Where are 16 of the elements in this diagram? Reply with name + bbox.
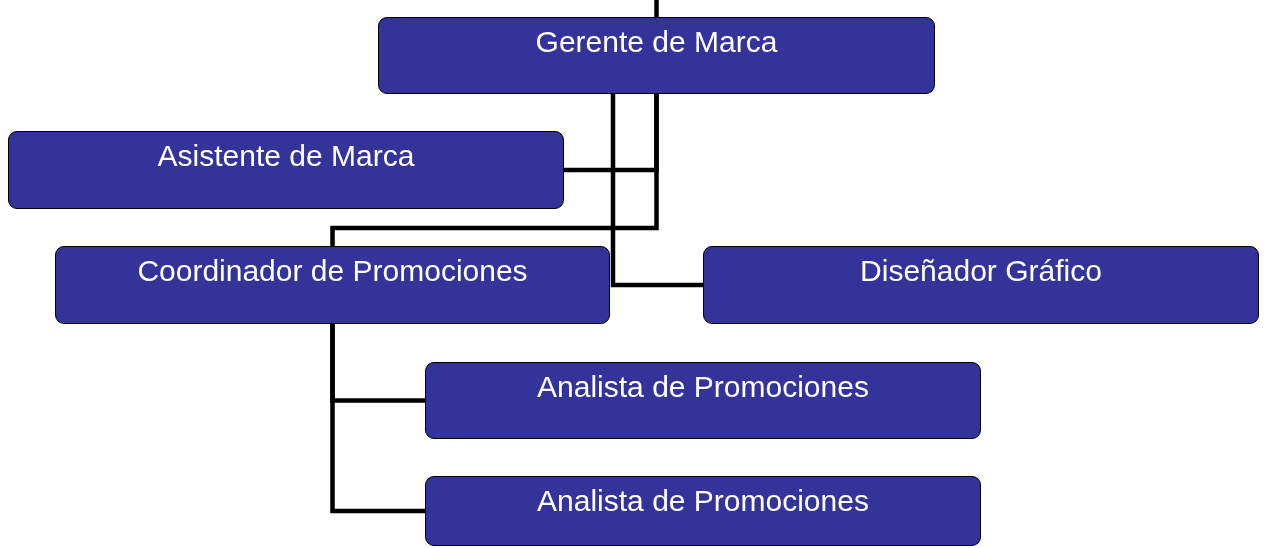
connector-line (330, 94, 659, 246)
role-box (8, 131, 564, 209)
connector-line (610, 94, 703, 288)
role-box (703, 246, 1259, 324)
role-title: Diseñador Gráfico (860, 254, 1102, 288)
role-box (425, 362, 981, 439)
role-box (55, 246, 610, 324)
role-box (425, 476, 981, 546)
role-title: Analista de Promociones (537, 370, 869, 404)
role-title: Coordinador de Promociones (137, 254, 528, 288)
role-title: Analista de Promociones (537, 484, 869, 518)
connector-line (654, 0, 659, 17)
role-title: Asistente de Marca (157, 139, 415, 173)
role-box (378, 17, 935, 94)
connector-line (330, 324, 425, 514)
role-title: Gerente de Marca (535, 25, 778, 59)
